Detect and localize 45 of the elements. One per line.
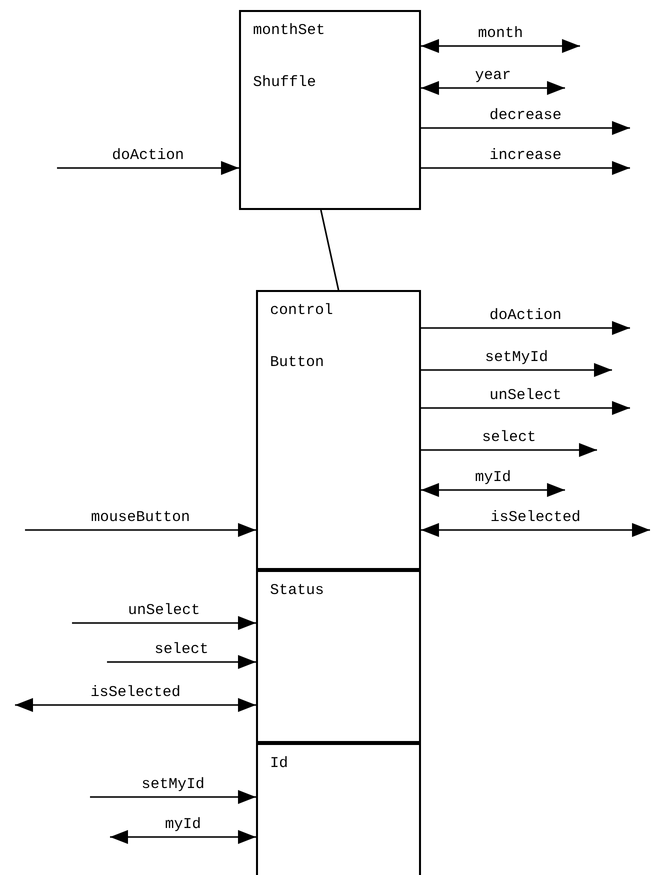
module-name: Id bbox=[270, 755, 288, 773]
arrow bbox=[57, 161, 239, 175]
arrow bbox=[421, 363, 612, 377]
module-name: control bbox=[270, 302, 334, 320]
module-box bbox=[256, 743, 421, 875]
module-box bbox=[256, 290, 421, 570]
module-name: monthSet bbox=[253, 22, 326, 40]
arrow bbox=[421, 39, 580, 53]
arrow bbox=[421, 401, 630, 415]
arrow bbox=[72, 616, 256, 630]
edge-label: myId bbox=[165, 816, 201, 834]
module-box bbox=[256, 570, 421, 743]
arrow bbox=[421, 483, 565, 497]
edge-label: isSelected bbox=[490, 509, 580, 527]
arrow bbox=[107, 655, 256, 669]
edge-label: setMyId bbox=[142, 776, 204, 794]
module-name: Shuffle bbox=[253, 74, 316, 92]
edge-label: unSelect bbox=[128, 602, 200, 620]
edge-label: decrease bbox=[490, 107, 562, 125]
edge-label: mouseButton bbox=[90, 509, 190, 527]
module-box bbox=[239, 10, 421, 210]
edge-label: unSelect bbox=[490, 387, 562, 405]
arrow bbox=[421, 321, 630, 335]
edge-label: myId bbox=[475, 469, 511, 487]
edge-label: month bbox=[478, 25, 523, 43]
module-name: Button bbox=[270, 354, 324, 372]
edge-label: doAction bbox=[112, 147, 184, 165]
arrow bbox=[90, 790, 256, 804]
arrow bbox=[421, 121, 630, 135]
connector-line bbox=[320, 210, 340, 290]
edge-label: increase bbox=[490, 147, 562, 165]
edge-label: doAction bbox=[490, 307, 562, 325]
arrow bbox=[421, 523, 650, 537]
edge-label: year bbox=[475, 67, 511, 85]
arrow bbox=[25, 523, 256, 537]
arrow bbox=[15, 698, 256, 712]
edge-label: select bbox=[154, 641, 208, 659]
edge-label: isSelected bbox=[90, 684, 180, 702]
arrow bbox=[421, 161, 630, 175]
module-name: Status bbox=[270, 582, 324, 600]
arrow bbox=[421, 81, 565, 95]
arrow bbox=[110, 830, 256, 844]
arrow bbox=[421, 443, 597, 457]
edge-label: setMyId bbox=[485, 349, 548, 367]
edge-label: select bbox=[482, 429, 536, 447]
